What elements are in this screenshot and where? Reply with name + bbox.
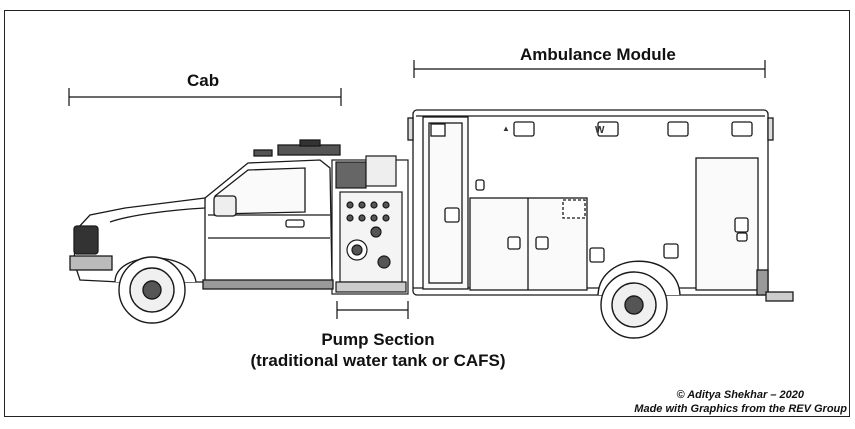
cab-body (69, 139, 341, 290)
cab-dimension-line (68, 88, 342, 106)
ambulance-module-dimension-line (413, 60, 766, 78)
copyright-credit: © Aditya Shekhar – 2020 (676, 389, 804, 401)
diagram-frame (4, 10, 850, 417)
pump-section-sublabel: (traditional water tank or CAFS) (250, 351, 506, 370)
graphics-credit: Made with Graphics from the REV Group (634, 403, 847, 415)
pump-section-dimension-line (336, 301, 409, 319)
ambulance-module-label: Ambulance Module (520, 45, 676, 64)
cab-label: Cab (187, 71, 220, 90)
svg-text:▲: ▲ (502, 124, 510, 133)
pump-section-body (331, 155, 409, 295)
pump-section-label: Pump Section (321, 330, 435, 349)
svg-text:W: W (595, 125, 605, 136)
ambulance-module-body (407, 109, 794, 302)
front-wheel (118, 256, 186, 324)
rear-wheel (597, 260, 681, 339)
